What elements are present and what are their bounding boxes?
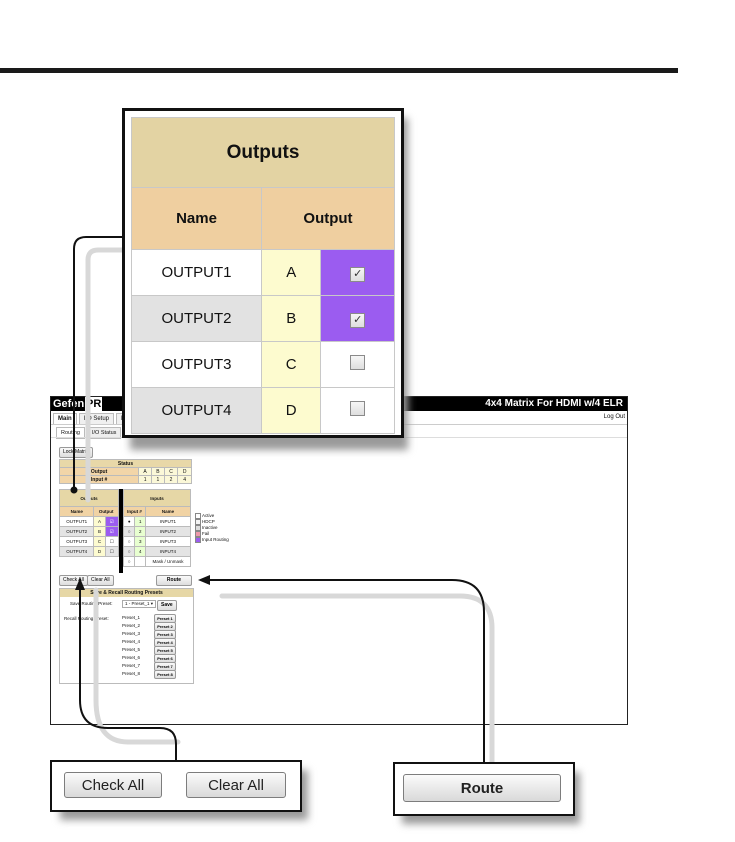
product-title: 4x4 Matrix For HDMI w/4 ELR <box>485 398 623 409</box>
preset-name: Preset_2 <box>122 623 141 628</box>
route-button-enlarged[interactable]: Route <box>403 774 561 802</box>
swatch-icon <box>195 531 201 537</box>
swatch-icon <box>195 525 201 531</box>
swatch-icon <box>195 537 201 543</box>
check-all-button-enlarged[interactable]: Check All <box>64 772 162 798</box>
legend-label: Inactive <box>202 525 218 531</box>
status-input-value: 4 <box>177 475 192 484</box>
swatch-icon <box>195 519 201 525</box>
inputs-table: Inputs Input # Name ● 1 INPUT1 ○ 2 INPUT… <box>122 489 191 567</box>
table-row: OUTPUT1 A ✓ <box>131 249 395 296</box>
logout-link[interactable]: Log Out <box>603 414 625 420</box>
callout-name-header: Name <box>131 187 262 250</box>
output-name: OUTPUT2 <box>131 295 262 342</box>
table-row: OUTPUT4 D ☐ <box>58 546 120 557</box>
swatch-icon <box>195 513 201 519</box>
lock-matrix-button[interactable]: Lock Matrix <box>59 447 93 458</box>
output-checkbox[interactable]: ☐ <box>104 546 120 557</box>
output-letter: B <box>260 295 322 342</box>
legend: Active HDCP Inactive Fail Input Routing <box>195 513 229 543</box>
logo-gefen: Gefen <box>53 398 85 410</box>
legend-label: HDCP <box>202 519 215 525</box>
preset-name: Preset_3 <box>122 631 141 636</box>
legend-item: Active <box>195 513 229 519</box>
table-row: OUTPUT1 A ☑ <box>58 516 120 527</box>
output-letter: A <box>260 249 322 296</box>
output-checkbox-cell <box>320 387 395 434</box>
route-callout: Route <box>393 762 575 816</box>
callout-outputs-title: Outputs <box>131 117 395 188</box>
legend-item: Fail <box>195 531 229 537</box>
clear-all-button[interactable]: Clear All <box>87 575 114 586</box>
tab-routing[interactable]: Routing <box>56 427 85 439</box>
checkbox-unchecked-icon[interactable] <box>350 400 366 416</box>
status-table: Status Output A B C D Input # 1 1 2 4 <box>58 459 192 484</box>
recall-preset-button[interactable]: Preset 8 <box>154 670 176 679</box>
outputs-inputs-divider <box>119 489 123 573</box>
preset-name: Preset_6 <box>122 655 141 660</box>
arrowhead-icon <box>75 578 85 590</box>
status-input-label: Input # <box>58 475 140 484</box>
route-button[interactable]: Route <box>156 575 192 586</box>
input-radio[interactable]: ○ <box>122 556 136 567</box>
outputs-callout: Outputs Name Output OUTPUT1 A ✓ OUTPUT2 … <box>122 108 404 438</box>
output-name: OUTPUT1 <box>131 249 262 296</box>
table-row: OUTPUT4 D <box>131 387 395 434</box>
preset-name: Preset_4 <box>122 639 141 644</box>
recall-preset-label: Recall Routing Preset: <box>64 616 109 621</box>
preset-select[interactable]: 1 - Preset_1 ▾ <box>122 600 157 608</box>
mask-unmask-label[interactable]: Mask / Unmask <box>145 556 191 567</box>
legend-item: HDCP <box>195 519 229 525</box>
legend-label: Active <box>202 513 215 519</box>
table-row: OUTPUT2 B ✓ <box>131 295 395 342</box>
checkbox-unchecked-icon[interactable] <box>350 354 366 370</box>
preset-name: Preset_7 <box>122 663 141 668</box>
output-checkbox-cell: ✓ <box>320 249 395 296</box>
legend-label: Input Routing <box>202 537 229 543</box>
checkbox-checked-icon[interactable]: ✓ <box>350 312 366 328</box>
output-name: OUTPUT4 <box>131 387 262 434</box>
preset-name: Preset_8 <box>122 671 141 676</box>
preset-name: Preset_1 <box>122 615 141 620</box>
callout-output-header: Output <box>260 187 396 250</box>
output-letter: C <box>260 341 322 388</box>
presets-panel: Save & Recall Routing Presets Save Routi… <box>59 588 194 684</box>
arrowhead-icon <box>198 575 210 585</box>
output-letter: D <box>260 387 322 434</box>
check-clear-callout: Check All Clear All <box>50 760 302 812</box>
connector-dot <box>70 486 78 494</box>
presets-title: Save & Recall Routing Presets <box>60 589 193 597</box>
legend-item: Inactive <box>195 525 229 531</box>
save-preset-button[interactable]: Save <box>157 600 177 611</box>
save-preset-label: Save Routing Preset: <box>70 601 113 606</box>
output-name: OUTPUT3 <box>131 341 262 388</box>
preset-name: Preset_5 <box>122 647 141 652</box>
checkbox-checked-icon[interactable]: ✓ <box>350 266 366 282</box>
legend-label: Fail <box>202 531 210 537</box>
clear-all-button-enlarged[interactable]: Clear All <box>186 772 286 798</box>
legend-item: Input Routing <box>195 537 229 543</box>
outputs-table-enlarged: Outputs Name Output OUTPUT1 A ✓ OUTPUT2 … <box>131 117 396 434</box>
table-row: OUTPUT3 C <box>131 341 395 388</box>
status-input-value: 1 <box>150 475 165 484</box>
table-row: ○ Mask / Unmask <box>122 556 191 567</box>
output-checkbox-cell <box>320 341 395 388</box>
top-rule <box>0 68 678 73</box>
output-checkbox-cell: ✓ <box>320 295 395 342</box>
